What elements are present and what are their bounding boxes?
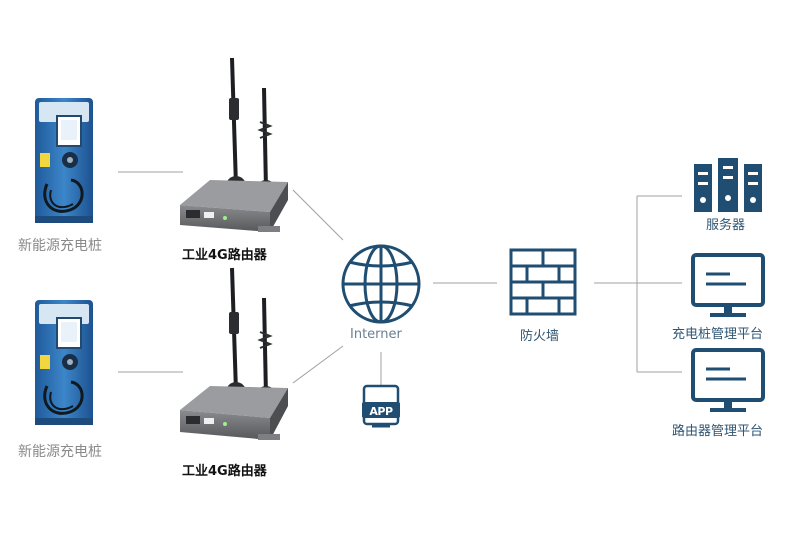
router-bottom-label: 工业4G路由器 bbox=[182, 464, 267, 479]
monitor-charge-platform-icon bbox=[691, 253, 765, 317]
monitor-router-platform-icon bbox=[691, 348, 765, 412]
server-icon bbox=[694, 158, 762, 212]
router-top-label: 工业4G路由器 bbox=[182, 248, 267, 263]
ev-charger-top-icon bbox=[35, 98, 93, 223]
app-label: APP bbox=[369, 405, 393, 418]
firewall-label: 防火墙 bbox=[520, 329, 560, 344]
charger-bottom-label: 新能源充电桩 bbox=[18, 444, 102, 460]
server-label: 服务器 bbox=[706, 218, 746, 233]
link-router-top-internet bbox=[292, 189, 344, 241]
ev-charger-bottom-icon bbox=[35, 300, 93, 425]
4g-router-top-icon bbox=[180, 57, 288, 232]
charge-platform-label: 充电桩管理平台 bbox=[672, 327, 764, 342]
app-icon bbox=[362, 384, 400, 428]
router-platform-label: 路由器管理平台 bbox=[672, 424, 764, 439]
link-router-bottom-internet bbox=[292, 345, 344, 384]
connection-lines bbox=[118, 171, 682, 386]
internet-label: Interner bbox=[350, 327, 402, 342]
4g-router-bottom-icon bbox=[180, 267, 288, 440]
firewall-icon bbox=[509, 248, 577, 316]
globe-icon bbox=[341, 244, 421, 324]
charger-top-label: 新能源充电桩 bbox=[18, 238, 102, 254]
